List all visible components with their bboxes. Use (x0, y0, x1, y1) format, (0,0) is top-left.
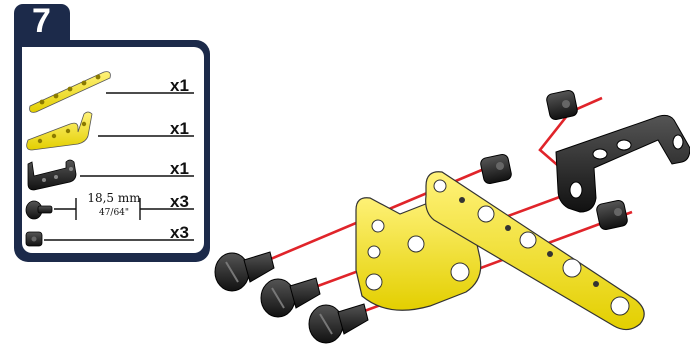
quantity-nut: x3 (170, 223, 189, 242)
bolt-icon (25, 200, 53, 220)
quantity-black-bracket: x1 (170, 159, 189, 178)
long-flat-bar-icon (29, 71, 111, 113)
quantity-long-flat-bar: x1 (170, 76, 189, 95)
bolt-length-mm: 18,5 mm (87, 191, 141, 205)
step-number: 7 (32, 2, 52, 40)
step-tab (14, 4, 70, 44)
assembly-long-flat-bar (425, 171, 645, 331)
assembly-nut (596, 199, 628, 231)
nut-icon (25, 231, 43, 247)
assembly-bolt (214, 251, 275, 292)
quantity-bolt: x3 (170, 192, 189, 211)
bolt-length-inch: 47/64" (98, 208, 130, 218)
black-angle-bracket-icon (27, 159, 77, 191)
quantity-l-bracket: x1 (170, 119, 189, 138)
assembly-nut (546, 89, 578, 121)
assembly-bolt (260, 277, 321, 318)
assembly-nut (480, 153, 512, 185)
assembly-black-bracket (555, 114, 690, 213)
assembly-bolt (308, 303, 369, 344)
parts-list-panel (22, 47, 204, 253)
l-bracket-icon (26, 111, 93, 151)
